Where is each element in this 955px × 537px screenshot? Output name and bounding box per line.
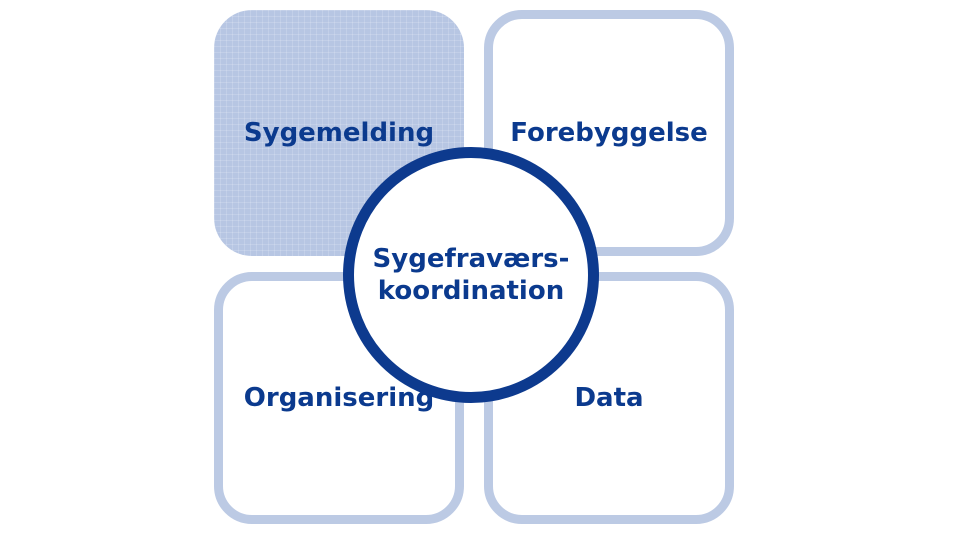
center-circle-label-line1: Sygefraværs-	[372, 244, 570, 274]
box-organisering-label: Organisering	[243, 383, 435, 413]
box-organisering: Organisering	[214, 272, 464, 524]
box-sygemelding: Sygemelding	[214, 10, 464, 256]
box-sygemelding-label: Sygemelding	[243, 118, 435, 148]
box-data-label: Data	[574, 383, 644, 413]
center-circle-label-line2: koordination	[377, 276, 565, 306]
center-circle: Sygefraværs- koordination	[343, 147, 599, 403]
box-forebyggelse-label: Forebyggelse	[510, 118, 708, 148]
